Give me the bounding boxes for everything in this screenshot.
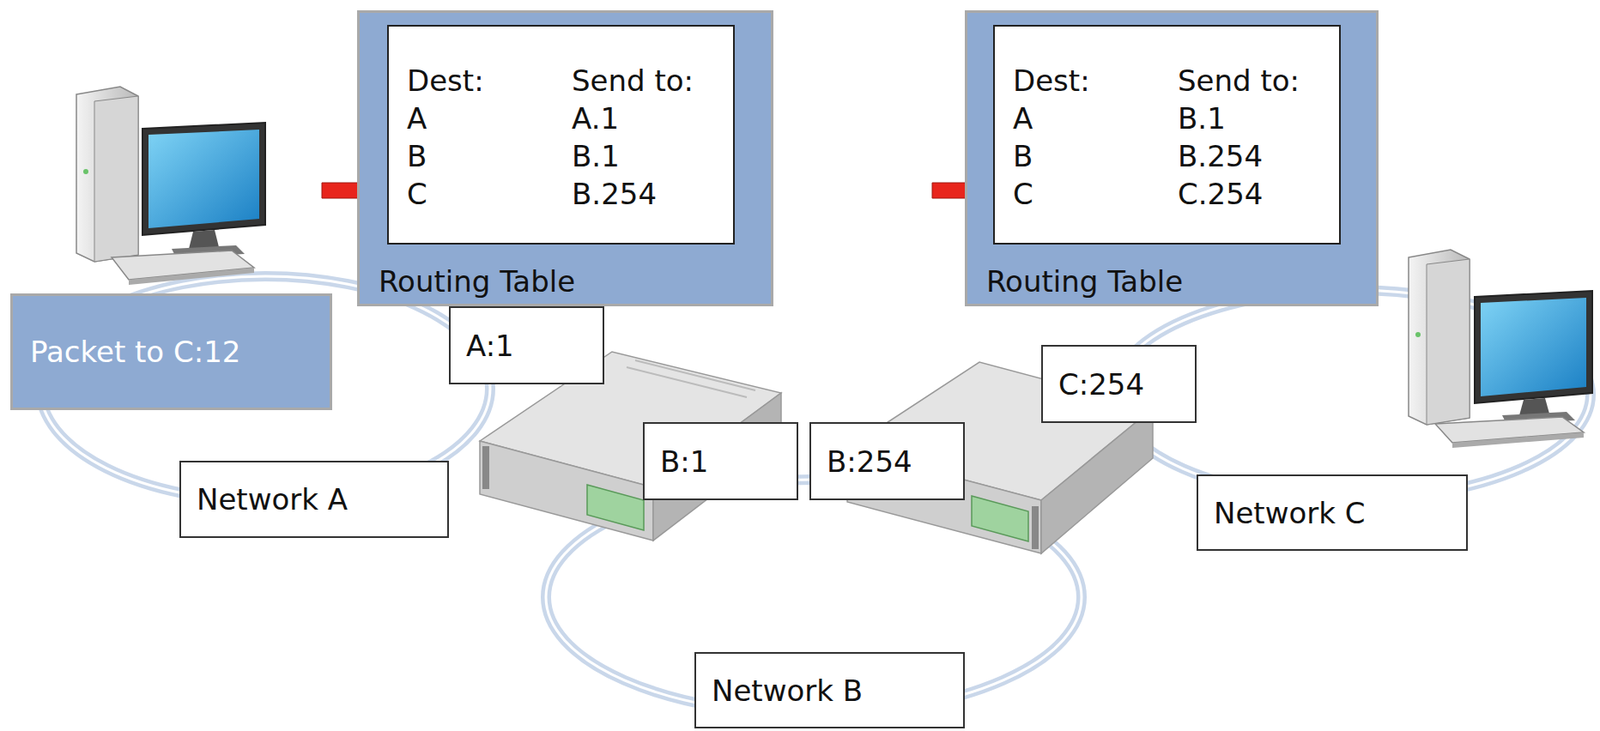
packet-box: Packet to C:12	[10, 293, 333, 411]
routing-panel: Routing Table Dest: Send to: A B.1B B.254C C.2…	[964, 10, 1379, 307]
box-label: Network A	[196, 482, 348, 517]
box-label: A:1	[466, 328, 515, 364]
interface-label: B:1	[642, 422, 799, 501]
network-label: Network C	[1196, 474, 1468, 552]
table-cell: B.1	[571, 139, 620, 174]
network-label: Network A	[179, 460, 449, 539]
routing-table: Dest: Send to: A A.1B B.1C B.254	[387, 24, 735, 245]
table-cell: A.1	[571, 101, 619, 136]
box-label: Packet to C:12	[30, 334, 241, 370]
table-cell: C	[406, 176, 428, 212]
routing-table: Dest: Send to: A B.1B B.254C C.254	[993, 24, 1341, 245]
routing-panel: Routing Table Dest: Send to: A A.1B B.1C B.254	[357, 10, 774, 307]
panel-title: Routing Table	[986, 264, 1183, 299]
table-cell: B.1	[1177, 101, 1226, 136]
interface-label: B:254	[809, 422, 965, 501]
table-cell: A	[406, 101, 427, 136]
panel-title: Routing Table	[378, 264, 576, 299]
table-cell: C	[1012, 176, 1034, 212]
table-cell: B	[1012, 139, 1033, 174]
table-header: Dest:	[406, 63, 485, 98]
table-header: Send to:	[571, 63, 694, 98]
table-cell: B.254	[571, 176, 657, 212]
box-label: Network B	[711, 673, 863, 709]
table-header: Send to:	[1177, 63, 1300, 98]
box-label: B:254	[826, 444, 913, 479]
table-cell: B.254	[1177, 139, 1263, 174]
table-cell: B	[406, 139, 427, 174]
box-label: B:1	[660, 444, 709, 479]
table-cell: C.254	[1177, 176, 1263, 212]
computer-icon	[1408, 249, 1593, 449]
interface-label: C:254	[1041, 345, 1197, 424]
computer-icon	[76, 86, 266, 285]
table-cell: A	[1012, 101, 1033, 136]
box-label: Network C	[1213, 496, 1366, 531]
box-label: C:254	[1058, 367, 1145, 402]
interface-label: A:1	[448, 306, 605, 385]
table-header: Dest:	[1012, 63, 1091, 98]
network-label: Network B	[694, 652, 965, 729]
